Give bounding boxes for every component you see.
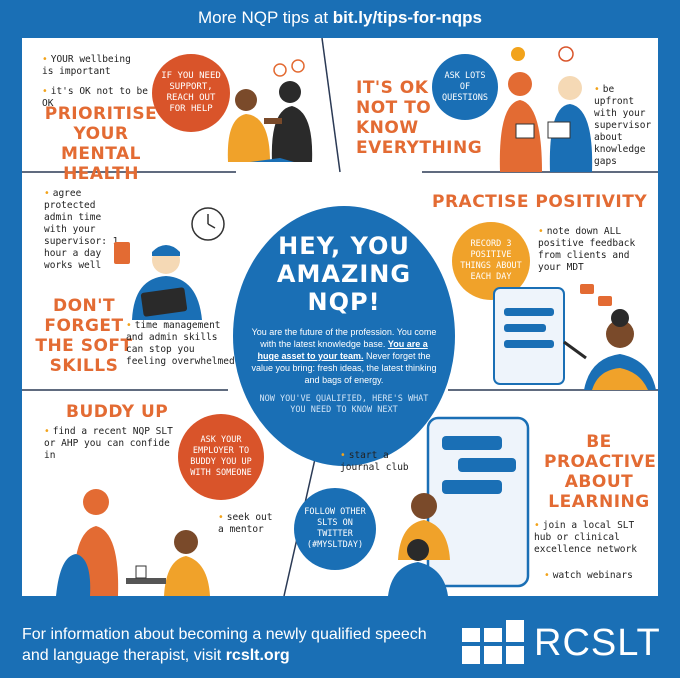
buddy-heading: BUDDY UP <box>66 402 169 422</box>
soft-skills-note-admin: agree protected admin time with your sup… <box>44 188 124 272</box>
buddy-bubble: ASK YOUR EMPLOYER TO BUDDY YOU UP WITH S… <box>178 414 264 500</box>
buddy-note-find: find a recent NQP SLT or AHP you can con… <box>44 426 184 462</box>
buddy-note-mentor: seek out a mentor <box>218 512 278 536</box>
not-know-heading: IT'S OK NOT TO KNOW EVERYTHING <box>356 78 483 158</box>
not-know-note: be upfront with your supervisor about kn… <box>594 84 658 168</box>
footer-text: For information about becoming a newly q… <box>22 624 442 666</box>
infographic-panel: YOUR wellbeing is important it's OK not … <box>22 38 658 596</box>
mental-health-note-ok: it's OK not to be OK <box>42 86 162 110</box>
phone-and-people-illustration <box>388 416 530 596</box>
banner-link[interactable]: bit.ly/tips-for-nqps <box>332 8 482 27</box>
learning-bubble: FOLLOW OTHER SLTs ON TWITTER (#MYSLTDAY) <box>294 488 376 570</box>
positivity-note: note down ALL positive feedback from cli… <box>538 226 654 274</box>
soft-skills-heading: DON'T FORGET THE SOFT SKILLS <box>35 296 133 376</box>
top-banner: More NQP tips at bit.ly/tips-for-nqps <box>0 0 680 36</box>
center-body-part-2: Never forget the value you bring: fresh … <box>251 351 437 385</box>
person-with-tablet-illustration <box>114 207 225 320</box>
rcslt-logo-mark <box>462 620 524 664</box>
two-colleagues-illustration <box>499 46 593 172</box>
banner-prefix: More NQP tips at <box>197 8 333 27</box>
mental-health-heading: PRIORITISE YOUR MENTAL HEALTH <box>44 104 158 184</box>
rcslt-logo: RCSLT <box>456 618 666 668</box>
learning-note-webinars: watch webinars <box>544 570 654 582</box>
learning-note-journal: start a journal club <box>340 450 430 474</box>
soft-skills-note-time: time management and admin skills can sto… <box>126 320 236 368</box>
mental-health-bubble: IF YOU NEED SUPPORT, REACH OUT FOR HELP <box>152 54 230 132</box>
center-body-emphasis: You are a huge asset to your team. <box>257 339 428 361</box>
two-people-talking-illustration <box>227 59 313 162</box>
footer-body: For information about becoming a newly q… <box>22 626 427 664</box>
center-body-part-1: You are the future of the profession. Yo… <box>251 327 437 349</box>
two-people-meeting-illustration <box>56 489 210 596</box>
buddy-note-find-text: find a recent NQP SLT or AHP you can con… <box>44 426 173 461</box>
center-message-circle: HEY, YOU AMAZING NQP! You are the future… <box>233 206 455 466</box>
center-title: HEY, YOU AMAZING NQP! <box>276 232 412 316</box>
rcslt-logo-word: RCSLT <box>534 622 661 664</box>
not-know-bubble: ASK LOTS OF QUESTIONS <box>432 54 498 120</box>
learning-heading: BE PROACTIVE ABOUT LEARNING <box>544 432 657 512</box>
center-footer: NOW YOU'VE QUALIFIED, HERE'S WHAT YOU NE… <box>259 394 429 415</box>
mental-health-note-wellbeing: YOUR wellbeing is important <box>42 54 142 78</box>
person-with-screen-illustration <box>493 284 656 390</box>
center-body: You are the future of the profession. Yo… <box>251 326 437 386</box>
footer-link[interactable]: rcslt.org <box>225 647 290 664</box>
positivity-heading: PRACTISE POSITIVITY <box>432 192 648 212</box>
learning-note-hub: join a local SLT hub or clinical excelle… <box>534 520 654 556</box>
